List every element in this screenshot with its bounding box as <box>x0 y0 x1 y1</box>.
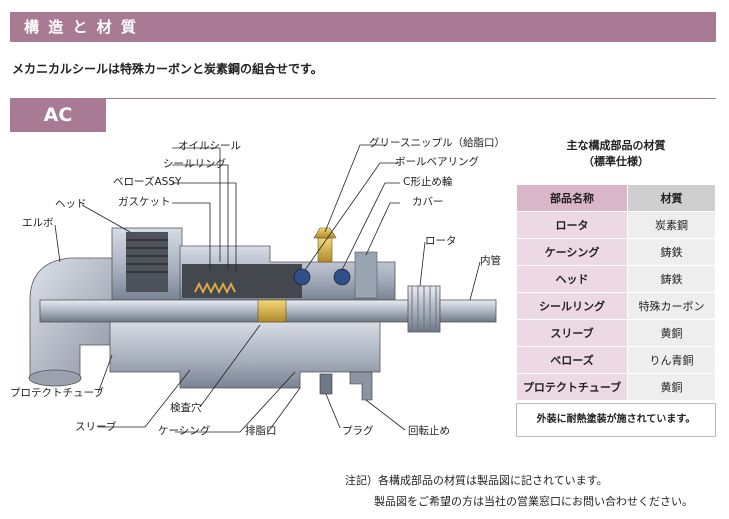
material-name: 炭素鋼 <box>627 211 716 239</box>
section-header: 構 造 と 材 質 <box>10 12 716 42</box>
materials-table-title-line1: 主な構成部品の材質 <box>566 139 666 152</box>
material-name: 黄銅 <box>627 319 716 347</box>
label-anti-rotation: 回転止め <box>408 425 450 437</box>
table-row: ロータ 炭素鋼 <box>516 211 716 239</box>
material-name: 特殊カーボン <box>627 292 716 320</box>
label-c-ring: C形止め輪 <box>403 176 453 188</box>
part-name: ケーシング <box>516 238 628 266</box>
label-head: ヘッド <box>55 198 87 210</box>
table-header-row: 部品名称 材質 <box>516 184 716 212</box>
label-plug: プラグ <box>342 425 374 437</box>
materials-table-title: 主な構成部品の材質 （標準仕様） <box>516 138 716 170</box>
label-oil-seal: オイルシール <box>178 140 241 152</box>
label-inspection-hole: 検査穴 <box>170 402 202 414</box>
part-name: ロータ <box>516 211 628 239</box>
label-ball-bearing: ボールベアリング <box>395 156 479 168</box>
label-inner-tube: 内管 <box>480 255 501 267</box>
label-sleeve: スリーブ <box>75 421 117 433</box>
part-name: ヘッド <box>516 265 628 293</box>
label-seal-ring: シールリング <box>163 158 226 170</box>
part-name: シールリング <box>516 292 628 320</box>
footnote-line2: 製品図をご希望の方は当社の営業窓口にお問い合わせください。 <box>374 495 693 508</box>
part-name: スリーブ <box>516 319 628 347</box>
label-bellows-assy: ベローズASSY <box>113 176 182 188</box>
part-name: プロテクトチューブ <box>516 373 628 401</box>
table-row: シールリング 特殊カーボン <box>516 292 716 320</box>
material-name: 鋳鉄 <box>627 238 716 266</box>
label-drain: 排脂口 <box>245 425 277 437</box>
model-tab-ac: AC <box>10 98 106 132</box>
label-grease-nipple: グリースニップル（給脂口） <box>369 137 505 149</box>
label-cover: カバー <box>412 196 444 208</box>
column-header-material: 材質 <box>627 184 716 212</box>
table-row: スリーブ 黄銅 <box>516 319 716 347</box>
label-elbow: エルボ <box>22 217 54 229</box>
label-rotor: ロータ <box>425 235 457 247</box>
intro-text: メカニカルシールは特殊カーボンと炭素鋼の組合せです。 <box>12 62 323 76</box>
section-divider <box>106 98 716 99</box>
material-name: 鋳鉄 <box>627 265 716 293</box>
materials-table-title-line2: （標準仕様） <box>583 155 649 168</box>
label-gasket: ガスケット <box>118 196 171 208</box>
column-header-part: 部品名称 <box>516 184 628 212</box>
table-row: プロテクトチューブ 黄銅 <box>516 373 716 401</box>
material-name: りん青銅 <box>627 346 716 374</box>
table-row: ケーシング 鋳鉄 <box>516 238 716 266</box>
label-protect-tube: プロテクトチューブ <box>10 387 104 399</box>
coating-note-box: 外装に耐熱塗装が施されています。 <box>516 403 716 437</box>
materials-table: 部品名称 材質 ロータ 炭素鋼 ケーシング 鋳鉄 ヘッド 鋳鉄 シールリング 特… <box>516 184 716 401</box>
table-row: ベローズ りん青銅 <box>516 346 716 374</box>
footnote-line1: 注記）各構成部品の材質は製品図に記されています。 <box>345 474 608 487</box>
label-casing: ケーシング <box>158 425 211 437</box>
material-name: 黄銅 <box>627 373 716 401</box>
part-name: ベローズ <box>516 346 628 374</box>
table-row: ヘッド 鋳鉄 <box>516 265 716 293</box>
